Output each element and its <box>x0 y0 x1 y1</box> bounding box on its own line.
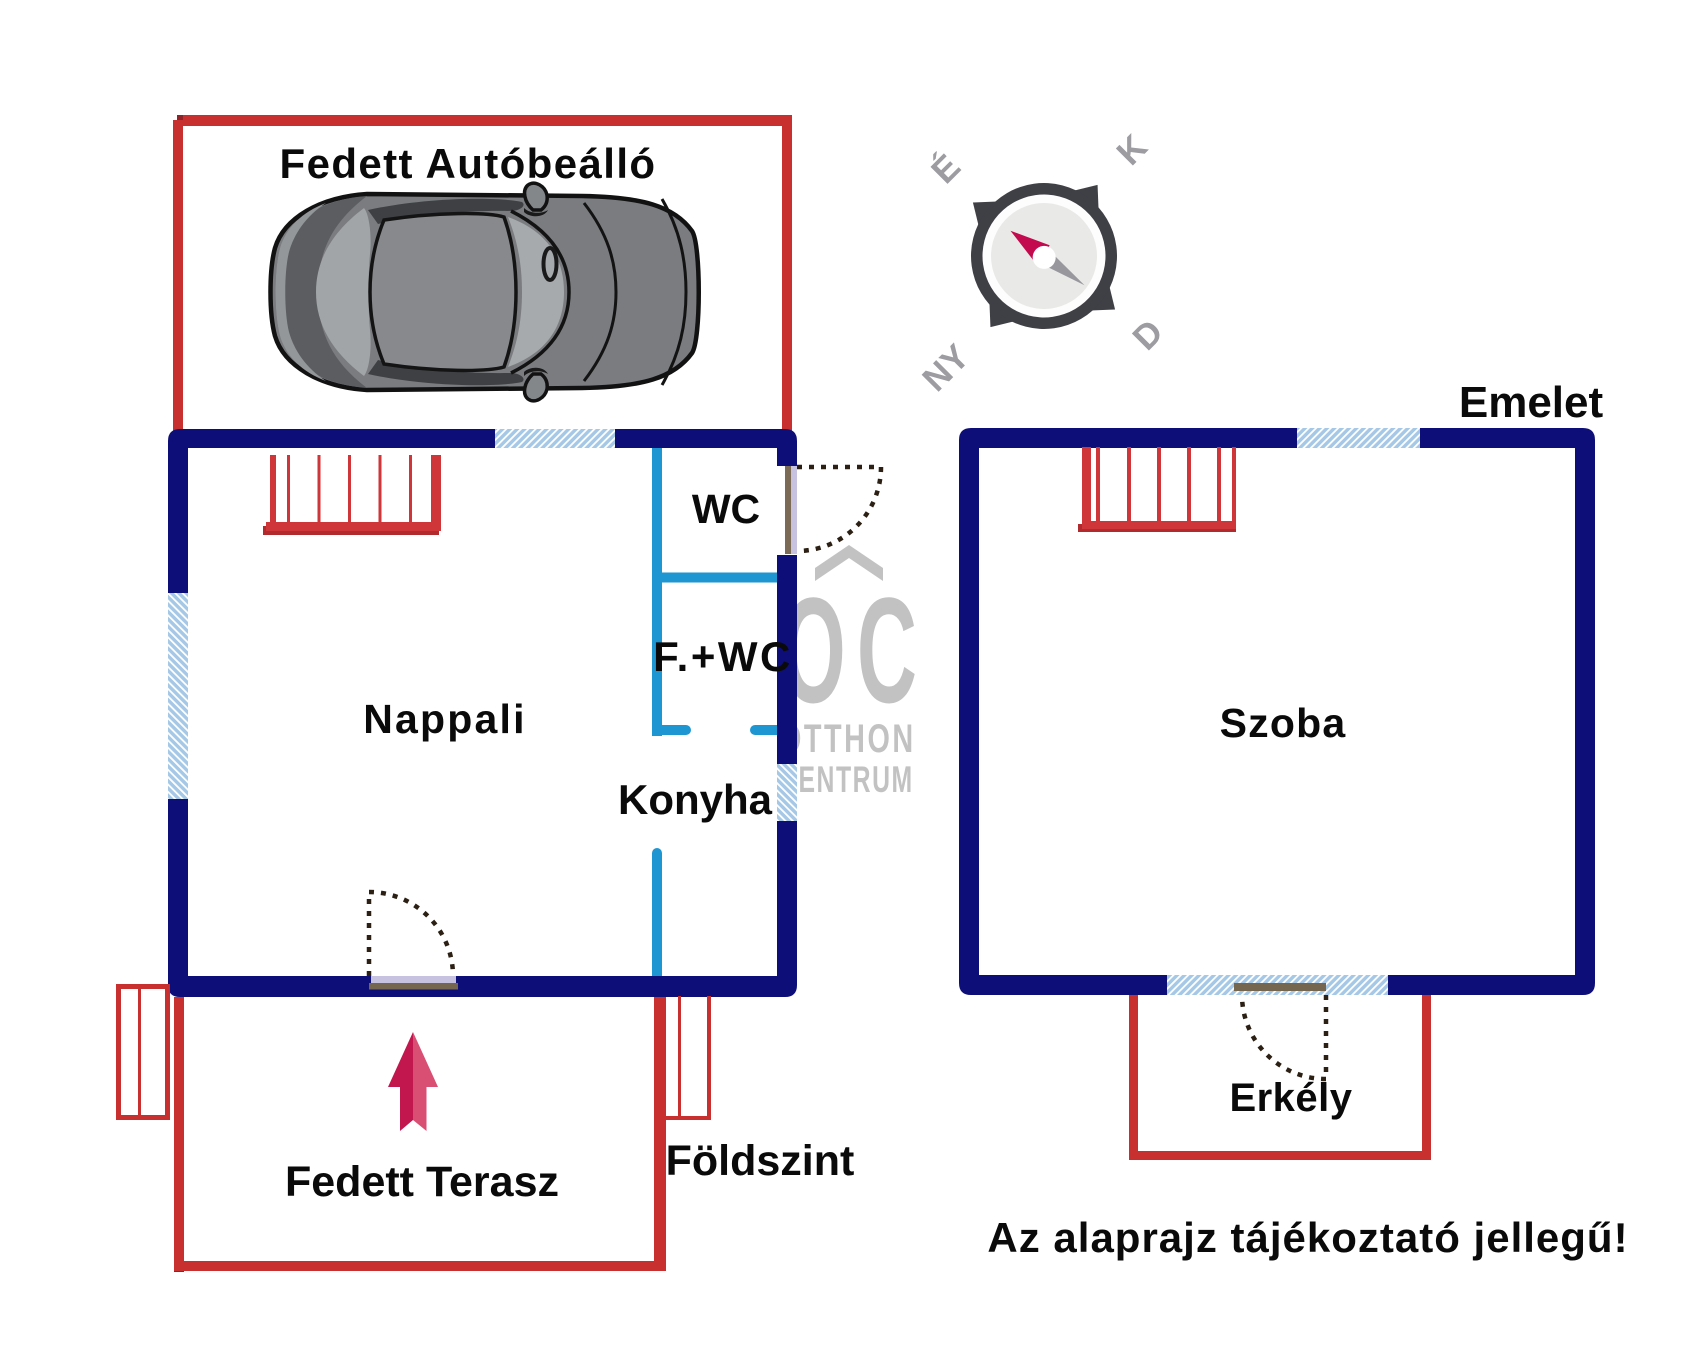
svg-text:OTTHON: OTTHON <box>779 716 916 761</box>
svg-text:F.+WC: F.+WC <box>653 633 793 680</box>
svg-text:Szoba: Szoba <box>1220 700 1347 746</box>
svg-text:CENTRUM: CENTRUM <box>779 758 914 800</box>
svg-text:WC: WC <box>692 486 760 532</box>
svg-text:Emelet: Emelet <box>1459 378 1604 427</box>
svg-text:Az alaprajz tájékoztató jelleg: Az alaprajz tájékoztató jellegű! <box>987 1214 1628 1261</box>
svg-text:Nappali: Nappali <box>363 696 527 742</box>
svg-text:Fedett Autóbeálló: Fedett Autóbeálló <box>280 140 657 187</box>
svg-text:Fedett Terasz: Fedett Terasz <box>285 1158 559 1206</box>
svg-text:OC: OC <box>781 566 928 734</box>
svg-text:Erkély: Erkély <box>1229 1076 1352 1120</box>
svg-text:Földszint: Földszint <box>666 1137 855 1185</box>
svg-text:Konyha: Konyha <box>618 776 773 823</box>
